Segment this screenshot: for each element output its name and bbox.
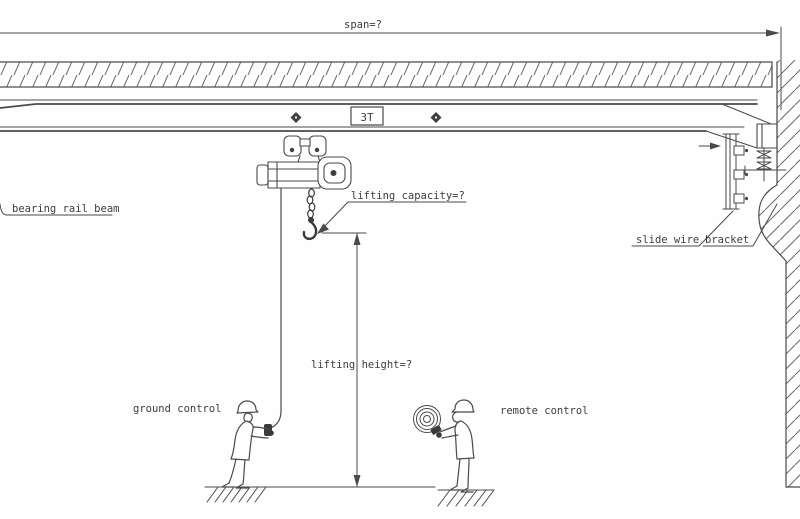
wheel-hub-icon (314, 147, 320, 153)
hoist-trolley (283, 135, 327, 163)
arrowhead-leader-icon (317, 223, 329, 234)
bracket-assembly (744, 147, 787, 182)
remote-controller (430, 425, 442, 435)
girder-end-taper-top (721, 103, 777, 127)
remote-control-label: remote control (500, 405, 589, 417)
slide-wire-tab (733, 169, 749, 180)
worker-torso (454, 420, 475, 460)
ground-control-worker (221, 400, 274, 489)
remote-control-worker (413, 399, 475, 493)
lifting-height-dimension (321, 232, 367, 488)
radio-signal-icon (413, 405, 441, 433)
lifting-height-label: lifting height=? (311, 359, 412, 371)
bearing-rail-beam-callout (0, 203, 113, 216)
bracket-label: bracket (705, 234, 749, 246)
wall-profile (758, 61, 800, 488)
slide-wire-tab (733, 193, 749, 204)
end-carriage (756, 123, 778, 149)
bracket-callout (702, 203, 778, 247)
worker-hand (436, 432, 442, 438)
wheel-hub-icon (289, 147, 295, 153)
hard-hat-icon (451, 399, 475, 413)
slide-wire-assembly (698, 133, 749, 210)
rod-clamp-icon (756, 150, 772, 159)
wall-column (758, 60, 800, 488)
worker-torso (230, 420, 254, 461)
girder-end-taper-bottom (705, 130, 758, 149)
girder-beam (0, 99, 777, 149)
hard-hat-icon (236, 400, 259, 414)
lifting-capacity-label: lifting capacity=? (351, 190, 465, 202)
ground-right (437, 489, 495, 507)
girder-diamond-marks (290, 112, 442, 123)
trolley-wheel (308, 135, 327, 157)
worker-hand (268, 430, 274, 436)
ceiling-hatch (0, 62, 772, 87)
span-label: span=? (344, 19, 382, 31)
chain-and-hook (302, 188, 318, 240)
slide-wire-tab (733, 145, 749, 156)
arrowhead-up-icon (353, 233, 361, 245)
capacity-badge-label: 3T (360, 111, 374, 124)
arrowhead-down-icon (353, 475, 361, 487)
wall-hatch (758, 60, 800, 487)
bearing-rail-beam-label: bearing rail beam (12, 203, 119, 215)
capacity-badge: 3T (350, 106, 384, 126)
rod-clamp-icon (756, 161, 772, 170)
ground-left (204, 486, 436, 503)
lifting-capacity-callout (317, 201, 467, 234)
arrowhead-right-icon (710, 142, 721, 150)
hoist-drum (267, 161, 321, 189)
ground-control-label: ground control (133, 403, 222, 415)
slide-wire-label: slide wire (636, 234, 699, 246)
ceiling-beam (0, 61, 773, 88)
arrowhead-right-icon (766, 29, 780, 37)
electric-hoist (256, 156, 352, 190)
pendant-cable (264, 188, 282, 436)
hook-icon (302, 220, 318, 240)
trolley-wheel (283, 135, 302, 157)
slide-wire-callout (631, 210, 734, 247)
